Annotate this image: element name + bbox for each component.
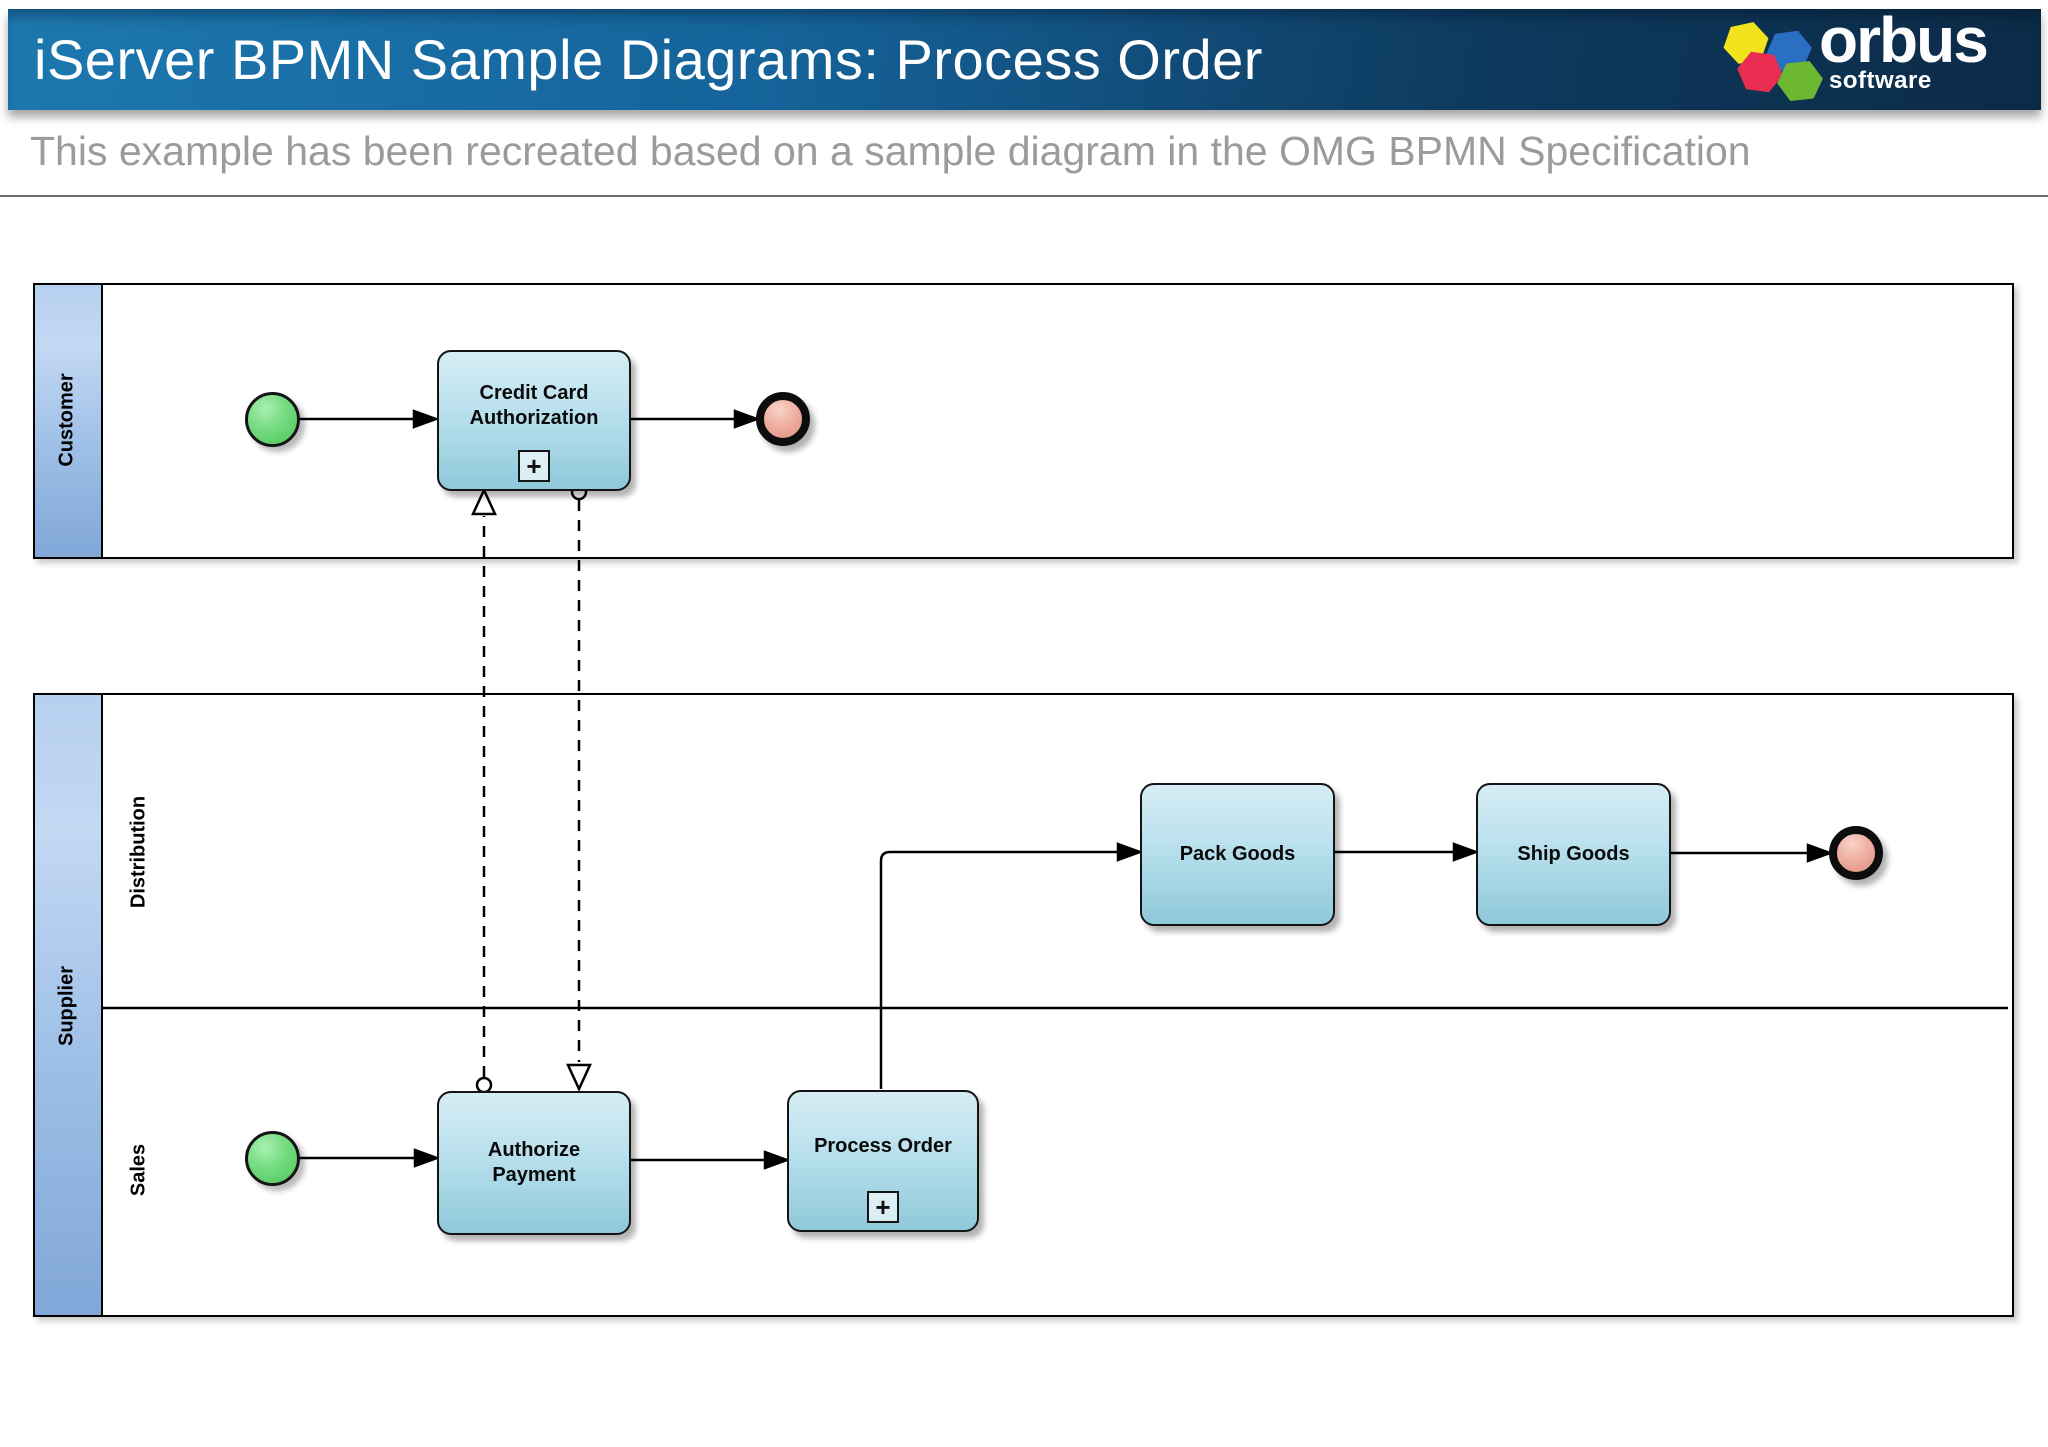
task-pack-goods: Pack Goods (1140, 783, 1335, 926)
task-label: Ship Goods (1517, 843, 1630, 865)
start-event-sales-icon (245, 1131, 300, 1186)
start-event-customer-icon (245, 392, 300, 447)
pool-customer-label: Customer (55, 373, 78, 467)
subprocess-plus-icon: + (867, 1191, 899, 1223)
pool-supplier-label-band (35, 695, 103, 1315)
end-event-distribution-icon (1829, 826, 1883, 880)
task-authorize-payment: Authorize Payment (437, 1091, 631, 1235)
pool-customer (33, 283, 2014, 559)
pool-customer-label-band (35, 285, 103, 557)
pool-supplier-label: Supplier (55, 965, 78, 1047)
task-label: Process Order (814, 1134, 952, 1157)
pool-supplier (33, 693, 2014, 1317)
subprocess-plus-icon: + (518, 450, 550, 482)
end-event-customer-icon (756, 392, 810, 446)
task-label: Authorize Payment (487, 1139, 581, 1186)
page-header: iServer BPMN Sample Diagrams: Process Or… (8, 4, 2041, 111)
page-subtitle: This example has been recreated based on… (30, 128, 1751, 174)
logo-brand-text: orbus (1819, 4, 1989, 76)
task-credit-card-authorization: Credit Card Authorization + (437, 350, 631, 491)
task-process-order: Process Order + (787, 1090, 979, 1232)
orbus-logo: orbus software (1717, 4, 2029, 111)
task-label: Pack Goods (1179, 843, 1296, 865)
lane-sales-label: Sales (127, 1143, 150, 1197)
header-separator-line (0, 195, 2048, 197)
lane-distribution-label: Distribution (127, 795, 150, 909)
task-ship-goods: Ship Goods (1476, 783, 1671, 926)
task-label: Credit Card Authorization (469, 381, 599, 429)
logo-tagline-text: software (1829, 67, 1932, 94)
page-title: iServer BPMN Sample Diagrams: Process Or… (34, 28, 1263, 91)
